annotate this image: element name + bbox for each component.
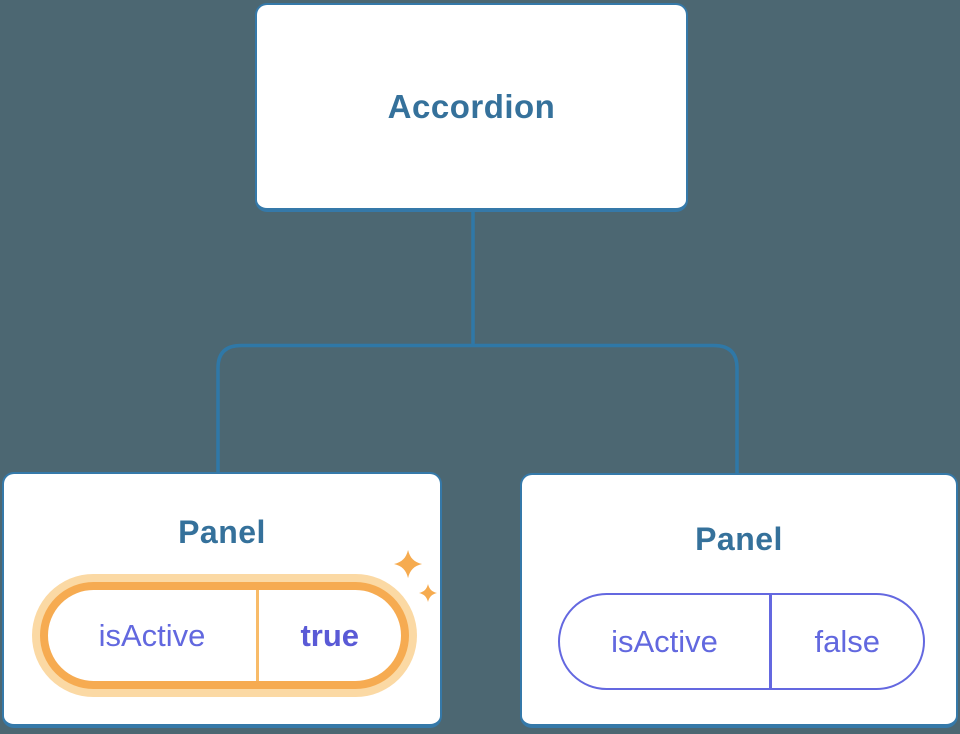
pill-divider xyxy=(256,590,259,681)
panel-node-inactive: Panel isActive false xyxy=(520,473,958,728)
branch-connector-line xyxy=(216,343,739,478)
state-key-label: isActive xyxy=(98,617,206,653)
panel-node-label: Panel xyxy=(178,514,266,550)
state-key-label: isActive xyxy=(611,623,718,659)
panel-node-active: Panel isActive true xyxy=(2,472,442,728)
accordion-node: Accordion xyxy=(255,3,688,212)
accordion-node-label: Accordion xyxy=(387,87,556,125)
state-pill-inactive: isActive false xyxy=(558,593,925,690)
state-pill-active: isActive true xyxy=(32,574,417,697)
state-value-label: false xyxy=(814,623,880,659)
sparkles-icon xyxy=(394,550,437,602)
pill-divider xyxy=(769,595,772,688)
state-value-label: true xyxy=(300,617,360,653)
state-pill-active-inner: isActive true xyxy=(40,582,409,689)
panel-node-label: Panel xyxy=(695,521,783,557)
